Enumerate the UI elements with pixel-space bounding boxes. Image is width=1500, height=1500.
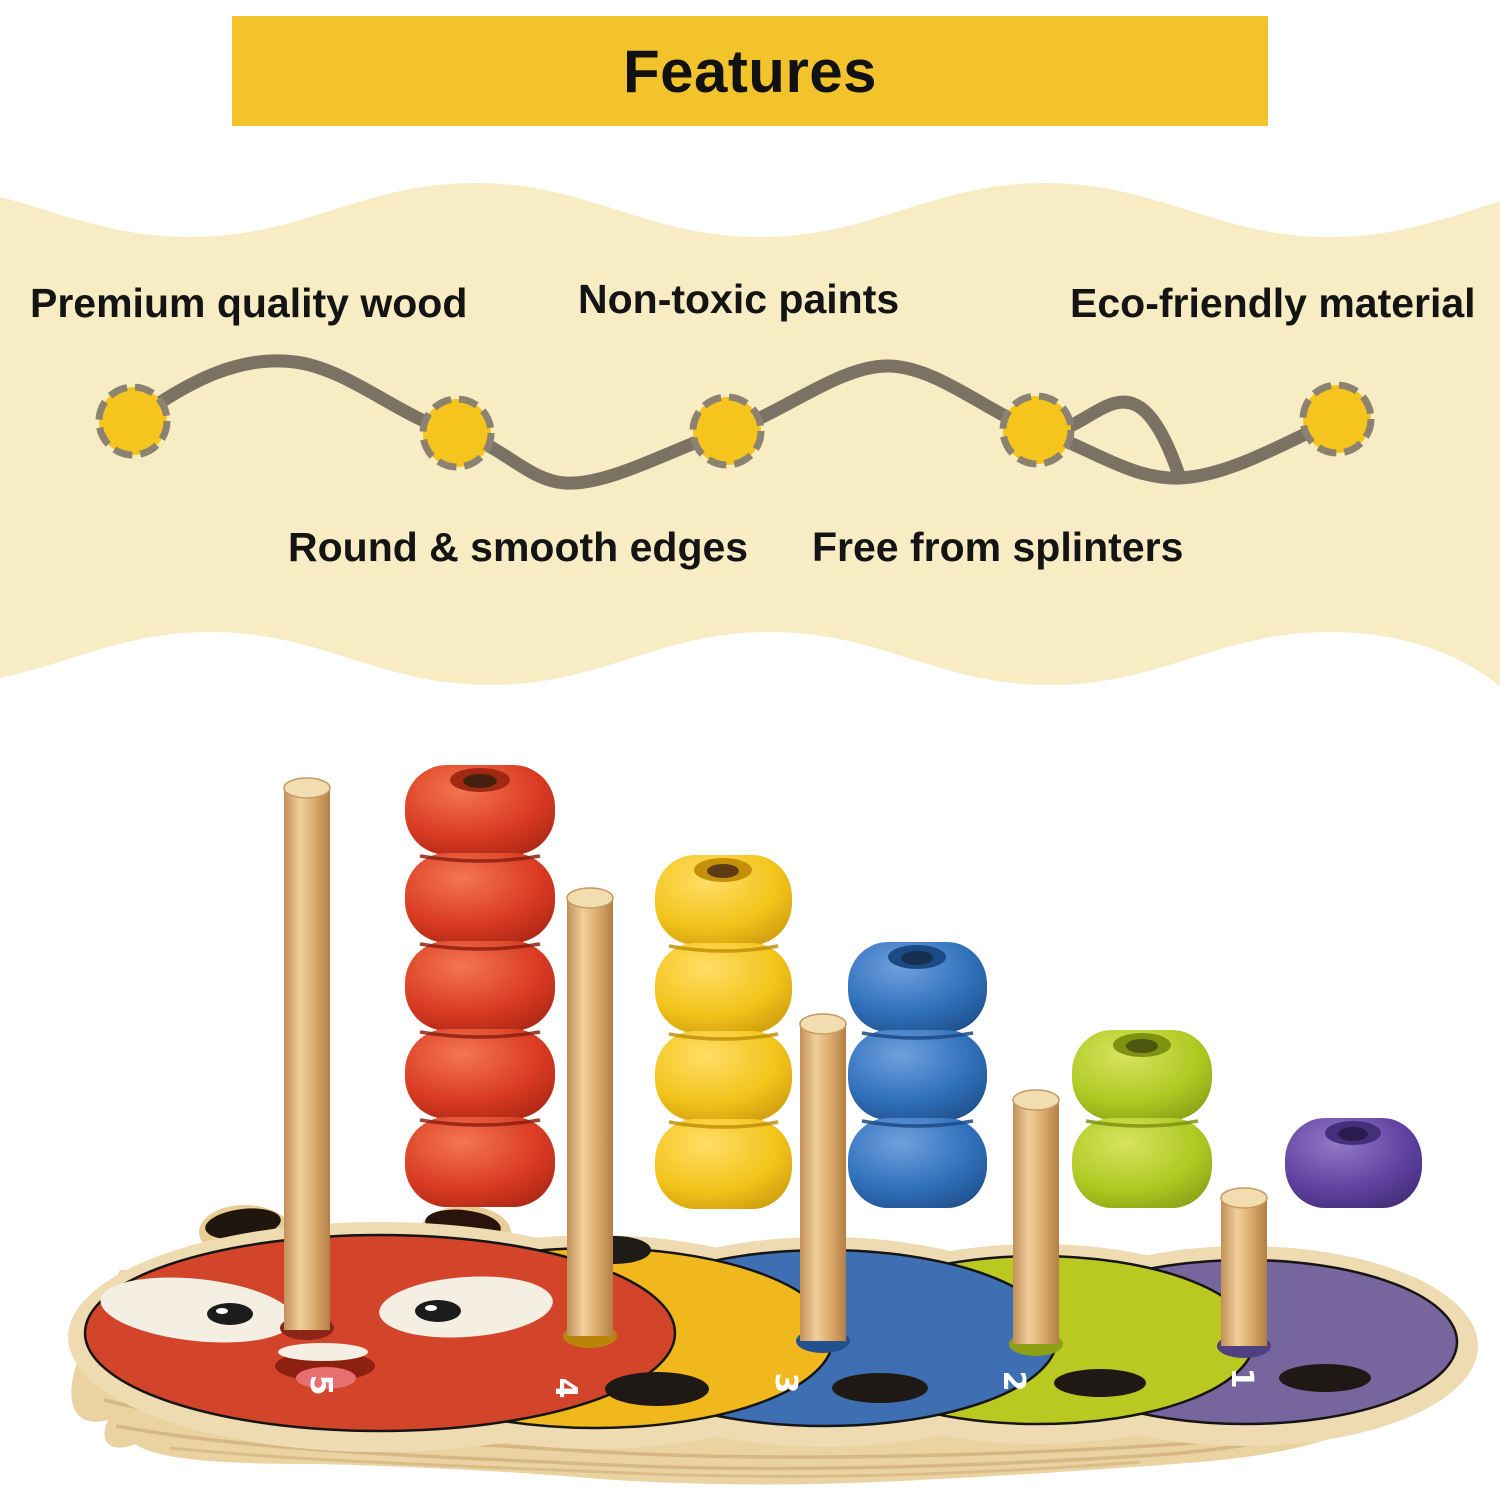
bead-stack-blue [848,942,987,1208]
bead [405,1029,555,1119]
label-round-smooth-edges: Round & smooth edges [288,524,749,570]
label-non-toxic-paints: Non-toxic paints [578,276,900,322]
segment-number-5: 5 [303,1375,338,1396]
bead [1072,1030,1212,1120]
segment-number-3: 3 [768,1373,803,1394]
bead [405,1117,555,1207]
right-eye-glint [425,1305,437,1311]
bead [1285,1118,1422,1208]
segment-number-1: 1 [1224,1368,1259,1389]
feature-node-5 [1299,381,1375,457]
right-eye [379,1276,553,1338]
peg-1 [1217,1187,1271,1358]
label-free-from-splinters: Free from splinters [812,524,1184,570]
peg-4 [563,887,617,1348]
teeth [278,1343,368,1361]
bead [655,855,792,945]
page-title: Features [622,37,878,105]
bead [405,765,555,855]
bead [405,853,555,943]
bead [405,941,555,1031]
feature-node-1 [95,383,171,459]
left-eye [100,1277,294,1343]
bead [655,1119,792,1209]
bead [655,1031,792,1121]
features-banner: Features [232,16,1268,126]
segment-number-2: 2 [996,1371,1031,1392]
tongue [296,1367,356,1389]
left-eye-glint [216,1308,228,1314]
bead [848,942,987,1032]
bead [848,1030,987,1120]
bead [1072,1118,1212,1208]
features-band [0,183,1500,685]
feature-node-2 [419,395,495,471]
bead [848,1118,987,1208]
left-pupil [207,1303,253,1325]
feature-node-3 [689,393,765,469]
plywood-stripe [169,1446,1141,1478]
peg-3 [796,1013,850,1353]
feet-spots [605,1364,1371,1406]
feature-node-4 [999,392,1075,468]
bead-stack-green [1072,1030,1212,1208]
peg-2 [1009,1089,1063,1356]
segment-number-4: 4 [548,1378,583,1399]
peg-5 [280,777,334,1340]
label-eco-friendly-material: Eco-friendly material [1070,280,1476,326]
label-premium-quality-wood: Premium quality wood [30,280,468,326]
bead [655,943,792,1033]
right-pupil [415,1300,461,1322]
caterpillar-face [100,1276,553,1389]
product-photo: 5 4 3 2 1 [68,765,1478,1485]
bead-stack-purple [1285,1118,1422,1208]
bead-stack-red [405,765,555,1207]
bead-stack-yellow [655,855,792,1209]
